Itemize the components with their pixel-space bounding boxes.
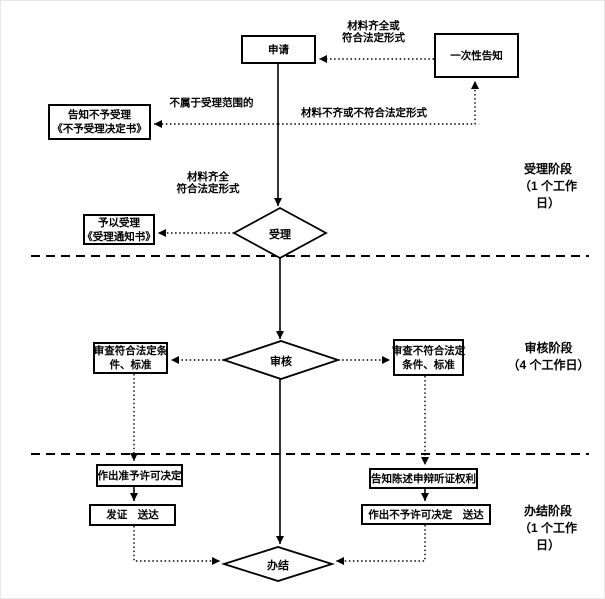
- edge-issue-to-conclude: [133, 526, 220, 565]
- stage-label-accept-line3: 日）: [535, 196, 560, 210]
- edge-branch-to-notice: [278, 81, 479, 125]
- node-issue-deliver-label: 发证 送达: [106, 509, 159, 521]
- node-grant-decision-label: 作出准予许可决定: [97, 469, 182, 482]
- conclude-diamond: [221, 546, 335, 582]
- node-review-fail-line1: 审查不符合法定: [391, 344, 466, 357]
- stage-label-conclude-line3: 日）: [535, 538, 560, 552]
- node-accept-notice-line2: 《受理通知书》: [82, 230, 156, 243]
- node-accept-notice: 予以受理 《受理通知书》: [82, 214, 156, 245]
- stage-label-conclude-line1: 办结阶段: [523, 504, 572, 518]
- edge-label-materials-complete-line1: 材料齐全: [187, 171, 229, 183]
- node-one-time-notice: 一次性告知: [434, 33, 519, 78]
- node-apply-label: 申请: [268, 43, 289, 56]
- edge-label-materials-complete-or-legal: 材料齐全或 符合法定形式: [331, 20, 416, 44]
- node-review-fail-line2: 条件、标准: [402, 358, 455, 371]
- edge-label-materials-incomplete: 材料不齐或不符合法定形式: [301, 107, 427, 119]
- node-hearing-rights-label: 告知陈述申辩听证权利: [371, 472, 476, 485]
- stage-label-accept-line2: （1 个工作: [518, 179, 577, 193]
- stage-label-conclude: 办结阶段 （1 个工作 日）: [504, 503, 592, 554]
- node-review-pass-line1: 审查符合法定条: [93, 345, 168, 357]
- edge-label-materials-complete: 材料齐全 符合法定形式: [169, 171, 247, 195]
- review-diamond: [221, 340, 341, 380]
- stage-label-conclude-line2: （1 个工作: [518, 521, 577, 535]
- node-accept-notice-line1: 予以受理: [98, 216, 140, 229]
- node-reject-notice-line1: 告知不予受理: [68, 109, 131, 121]
- node-review-pass-line2: 件、标准: [109, 359, 152, 371]
- edge-label-materials-complete-or-legal-line2: 符合法定形式: [342, 32, 405, 44]
- accept-diamond-label: 受理: [269, 229, 291, 241]
- node-one-time-notice-label: 一次性告知: [450, 49, 503, 62]
- stage-label-accept-line1: 受理阶段: [523, 162, 572, 176]
- stage-label-review: 审核阶段 （4 个工作日）: [501, 340, 596, 374]
- node-issue-deliver: 发证 送达: [89, 504, 176, 526]
- edge-label-materials-complete-line2: 符合法定形式: [176, 183, 240, 195]
- node-reject-notice: 告知不予受理 《不予受理决定书》: [48, 104, 151, 140]
- stage-label-review-line1: 审核阶段: [524, 341, 573, 355]
- node-reject-notice-line2: 《不予受理决定书》: [52, 123, 147, 135]
- node-review-fail: 审查不符合法定 条件、标准: [391, 339, 466, 376]
- conclude-diamond-label: 办结: [267, 560, 289, 572]
- stage-label-accept: 受理阶段 （1 个工作 日）: [504, 161, 592, 212]
- accept-diamond: [232, 206, 328, 260]
- edge-label-not-in-scope: 不属于受理范围的: [169, 97, 254, 109]
- edge-deny-to-conclude: [336, 525, 426, 565]
- edge-label-materials-complete-or-legal-line1: 材料齐全或: [347, 20, 400, 32]
- node-grant-decision: 作出准予许可决定: [96, 464, 183, 487]
- stage-label-review-line2: （4 个工作日）: [507, 358, 590, 372]
- node-deny-decision-label: 作出不予许可决定 送达: [368, 508, 484, 521]
- node-apply: 申请: [241, 35, 316, 64]
- node-review-pass: 审查符合法定条 件、标准: [93, 342, 168, 374]
- node-hearing-rights: 告知陈述申辩听证权利: [369, 468, 478, 489]
- node-deny-decision: 作出不予许可决定 送达: [361, 504, 491, 525]
- review-diamond-label: 审核: [270, 356, 292, 368]
